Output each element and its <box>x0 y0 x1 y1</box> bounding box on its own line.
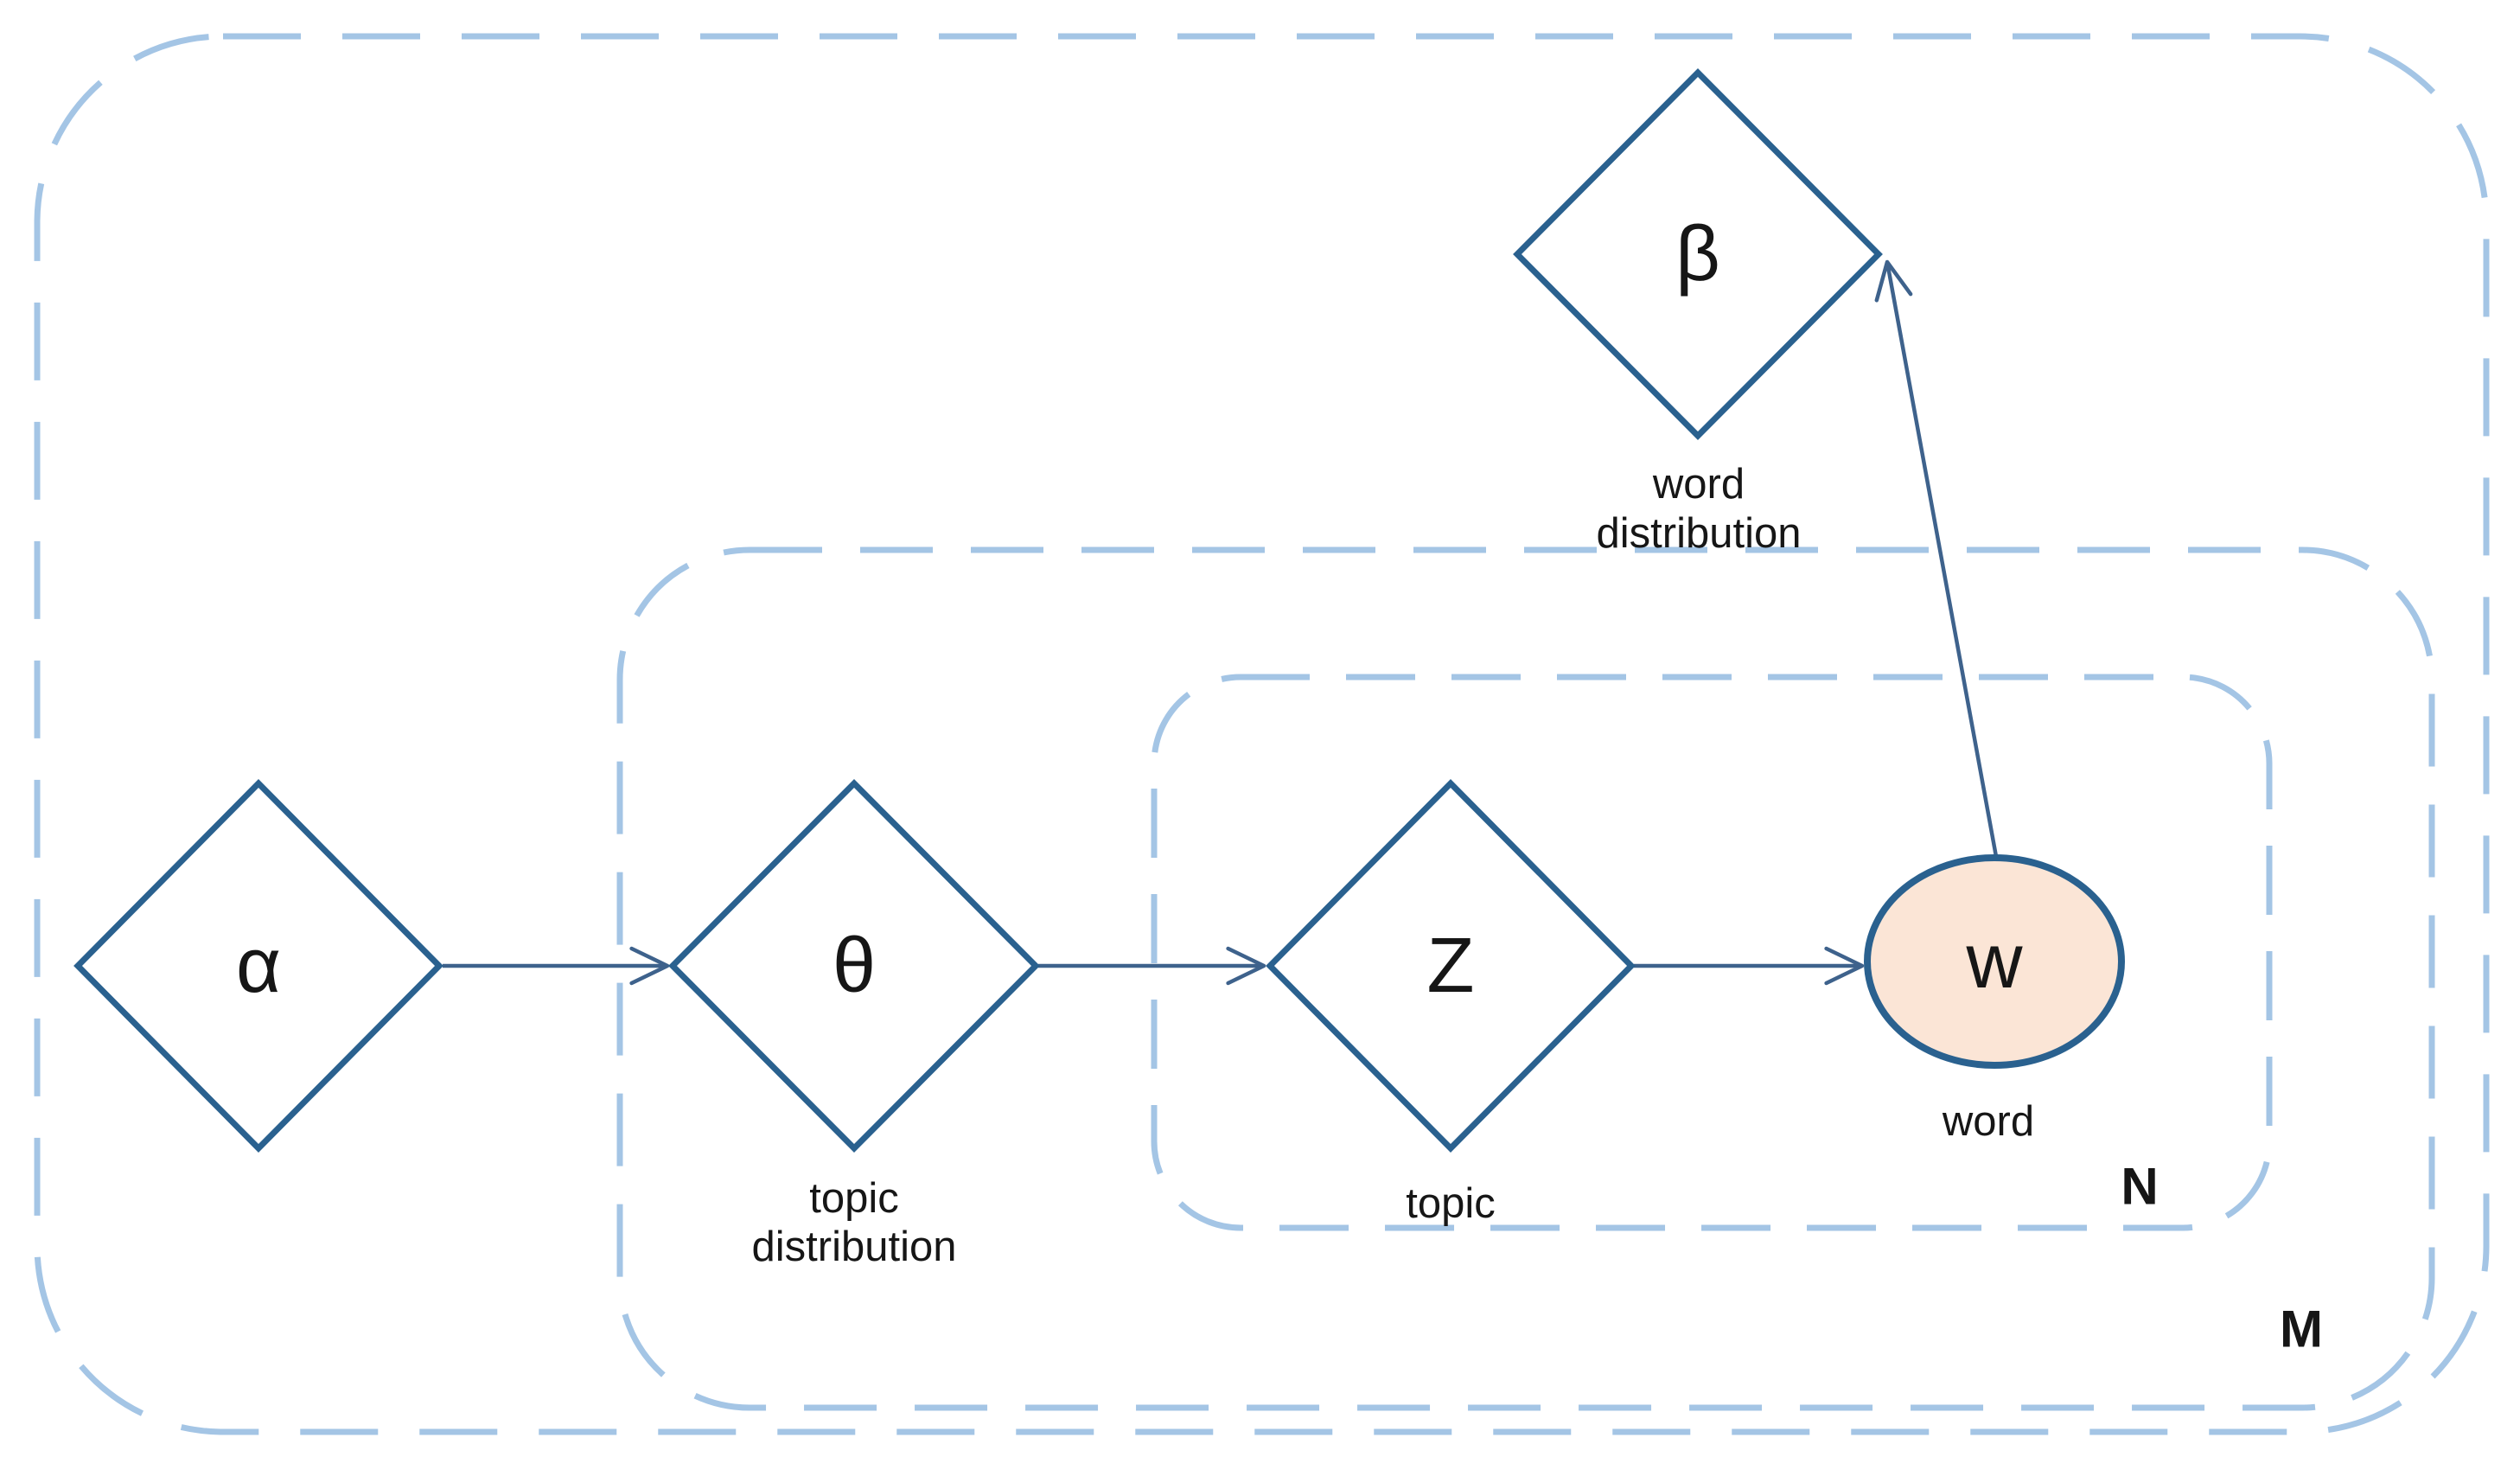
node-alpha <box>73 779 443 1153</box>
arrow-alpha-to-theta-head <box>629 946 670 986</box>
arrow-theta-to-z-head <box>1226 946 1266 986</box>
node-theta-symbol: θ <box>833 923 876 1009</box>
caption-theta-line2: distribution <box>752 1224 957 1270</box>
word-plate-N <box>1151 674 2273 1231</box>
node-z-symbol: Z <box>1427 923 1475 1009</box>
node-alpha-symbol: α <box>236 923 281 1009</box>
node-w-symbol: w <box>1966 918 2024 1005</box>
node-beta-symbol: β <box>1675 211 1720 297</box>
outer-plate <box>34 33 2490 1435</box>
arrow-z-to-w-head <box>1824 946 1865 986</box>
word-plate-N-label: N <box>2121 1158 2158 1216</box>
caption-w: word <box>1942 1098 2034 1145</box>
document-plate-M <box>616 546 2435 1411</box>
caption-z: topic <box>1406 1180 1496 1227</box>
node-beta <box>1513 68 1883 440</box>
caption-beta-line2: distribution <box>1597 510 1802 557</box>
node-z <box>1266 779 1636 1153</box>
caption-theta-line1: topic <box>809 1175 899 1222</box>
document-plate-M-label: M <box>2280 1300 2323 1358</box>
node-theta <box>668 779 1040 1153</box>
arrow-w-to-beta <box>1885 261 2000 862</box>
caption-beta-line1: word <box>1652 461 1745 508</box>
node-w <box>1864 854 2125 1069</box>
arrow-w-to-beta-head <box>1874 259 1913 303</box>
